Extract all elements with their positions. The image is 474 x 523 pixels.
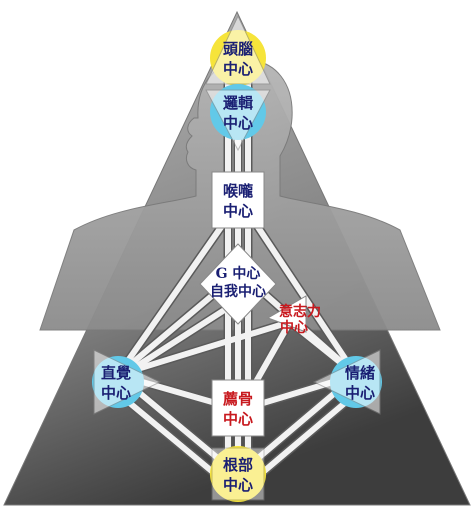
throat-center-label-1: 喉嚨 bbox=[223, 182, 253, 200]
sacral-center-square bbox=[211, 379, 265, 437]
g-center-diamond bbox=[199, 243, 277, 325]
throat-center[interactable]: 喉嚨 中心 bbox=[211, 171, 265, 229]
ego-center-label-2: 中心 bbox=[280, 319, 308, 336]
ajna-center-triangle bbox=[205, 89, 271, 152]
sacral-center[interactable]: 薦骨 中心 bbox=[211, 379, 265, 437]
spleen-center-label-2: 中心 bbox=[101, 384, 131, 402]
g-center-label-1: G 中心 bbox=[216, 265, 261, 282]
ajna-center-label-2: 中心 bbox=[223, 114, 253, 132]
spleen-center[interactable]: 直覺 中心 bbox=[92, 349, 162, 415]
spleen-center-triangle bbox=[93, 349, 162, 415]
g-center-label-2: 自我中心 bbox=[210, 283, 266, 300]
root-center[interactable]: 根部 中心 bbox=[210, 446, 266, 502]
ego-center-label-1: 意志力 bbox=[279, 303, 321, 320]
ajna-center-label-1: 邏輯 bbox=[223, 94, 253, 112]
spleen-center-label-1: 直覺 bbox=[101, 364, 131, 382]
g-center[interactable]: G 中心 自我中心 bbox=[199, 243, 277, 325]
ajna-center[interactable]: 邏輯 中心 bbox=[205, 84, 271, 152]
solar-plexus-center[interactable]: 情緒 中心 bbox=[312, 349, 382, 415]
solar-plexus-center-label-2: 中心 bbox=[345, 384, 375, 402]
root-center-circle bbox=[210, 446, 266, 502]
throat-center-label-2: 中心 bbox=[223, 202, 253, 220]
root-center-label-2: 中心 bbox=[223, 476, 253, 494]
root-center-square bbox=[211, 447, 265, 501]
throat-center-square bbox=[211, 171, 265, 229]
head-center-label-2: 中心 bbox=[223, 60, 253, 78]
solar-plexus-center-label-1: 情緒 bbox=[345, 364, 375, 382]
root-center-label-1: 根部 bbox=[223, 456, 253, 474]
sacral-center-label-1: 薦骨 bbox=[223, 390, 253, 408]
ego-center-triangle bbox=[266, 295, 307, 333]
head-center-label-1: 頭腦 bbox=[223, 40, 253, 58]
ego-center[interactable]: 意志力 中心 bbox=[266, 295, 321, 336]
head-center[interactable]: 頭腦 中心 bbox=[205, 14, 271, 86]
solar-plexus-center-triangle bbox=[312, 349, 381, 415]
sacral-center-label-2: 中心 bbox=[223, 410, 253, 428]
